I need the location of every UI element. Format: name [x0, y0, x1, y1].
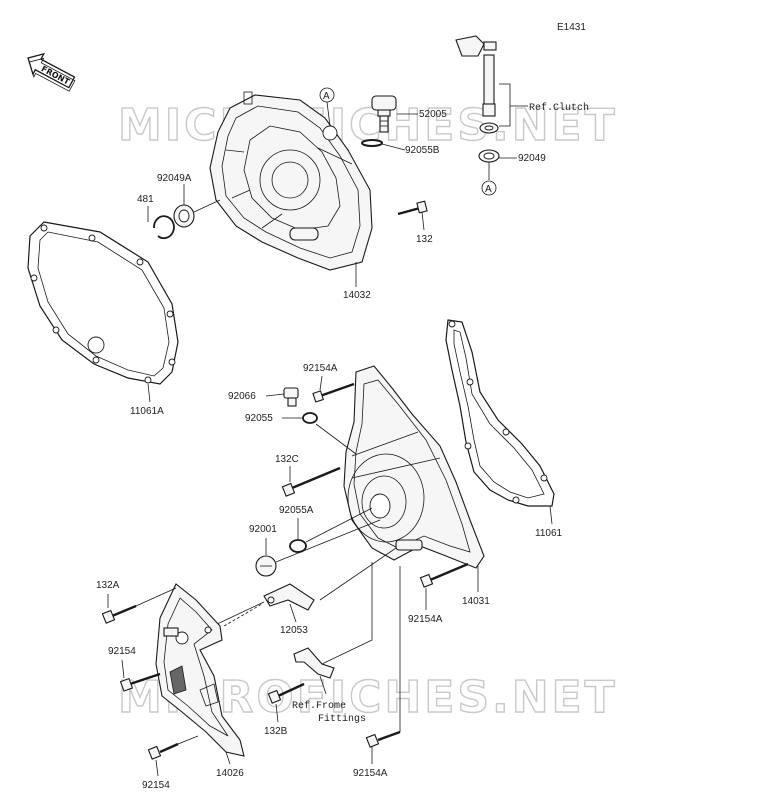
leader-92154-bottom-to-cover — [177, 735, 199, 745]
gasket-11061A-inner — [37, 231, 170, 377]
label-92154A-bottom: 92154A — [353, 768, 388, 779]
label-132A: 132A — [96, 580, 120, 591]
leader-132A-to-cover — [135, 587, 177, 607]
label-92049: 92049 — [518, 153, 546, 164]
leader-11061A — [147, 383, 151, 403]
label-12053: 12053 — [280, 625, 308, 636]
label-132B: 132B — [264, 726, 288, 737]
label-92066: 92066 — [228, 391, 256, 402]
leader-92055A-to-cover — [305, 507, 373, 543]
bracket-12053 — [263, 583, 315, 611]
label-92055B: 92055B — [405, 145, 440, 156]
sprocket-cover-14026 — [155, 583, 245, 757]
ref-clutch-label: Ref.Clutch — [529, 102, 589, 114]
marker-a-right-text: A — [485, 184, 492, 195]
leader-frame-to-cover — [321, 562, 373, 665]
ref-frame-label-line1: Ref.Frome — [292, 700, 346, 712]
label-11061: 11061 — [535, 528, 563, 539]
bolt-132B — [267, 682, 305, 704]
label-92049A: 92049A — [157, 173, 192, 184]
bolt-92154A-bottom — [365, 730, 401, 748]
leader-ref-frame — [319, 675, 327, 695]
leader-92154-bottom — [155, 759, 159, 777]
circlip-481 — [153, 215, 175, 240]
bolt-132A — [101, 604, 137, 624]
gasket-11061-inner — [453, 329, 545, 499]
leader-92154-mid — [121, 659, 125, 679]
link-bracket-to-cover — [319, 547, 397, 601]
bolt-92154-bottom — [147, 742, 179, 760]
leader-marker-a-top — [326, 101, 331, 127]
leader-bearing-to-cover — [193, 199, 221, 213]
label-481: 481 — [137, 194, 154, 205]
label-92154-mid: 92154 — [108, 646, 136, 657]
ref-frame-label-line2: Fittings — [318, 713, 366, 725]
gasket-11061-holes — [448, 320, 548, 504]
link-sprocket-to-bracket — [223, 603, 263, 627]
cap-92001 — [255, 555, 277, 577]
plug-92066 — [283, 387, 299, 407]
label-92055A: 92055A — [279, 505, 314, 516]
leader-132 — [421, 211, 425, 231]
leader-92001-to-cover — [275, 519, 381, 563]
front-arrow-icon: FRONT — [27, 52, 76, 92]
leader-12053 — [289, 603, 297, 623]
bearing-92049A — [173, 204, 195, 228]
leader-92066 — [265, 393, 285, 397]
leader-92055-to-cover — [315, 423, 357, 455]
oil-filler-cap-52005 — [371, 95, 397, 133]
gasket-11061 — [445, 319, 555, 507]
label-92154A-top: 92154A — [303, 363, 338, 374]
leader-92154A-top — [319, 375, 323, 391]
bolt-132 — [397, 200, 428, 216]
label-52005: 52005 — [419, 109, 447, 120]
marker-a-right — [481, 180, 497, 196]
label-14031: 14031 — [462, 596, 490, 607]
label-92001: 92001 — [249, 524, 277, 535]
clutch-release-shaft — [455, 35, 499, 134]
bolt-92154A-right — [419, 562, 469, 588]
bolt-92154A-top — [312, 382, 355, 403]
frame-fitting-bracket — [293, 647, 335, 679]
ref-clutch-bracket — [499, 83, 528, 127]
label-132: 132 — [416, 234, 433, 245]
label-14026: 14026 — [216, 768, 244, 779]
generator-cover-14031 — [343, 365, 485, 569]
label-92154A-right: 92154A — [408, 614, 443, 625]
gasket-11061A — [27, 221, 179, 385]
gasket-11061A-holes — [30, 224, 176, 384]
label-11061A: 11061A — [130, 406, 164, 417]
label-92154-bottom: 92154 — [142, 780, 170, 791]
bolt-92154-mid — [119, 672, 161, 692]
oil-seal-92049 — [478, 149, 500, 163]
leader-132B — [275, 703, 279, 723]
label-132C: 132C — [275, 454, 299, 465]
diagram-code: E1431 — [557, 22, 586, 33]
o-ring-92055B — [361, 139, 383, 147]
label-92055: 92055 — [245, 413, 273, 424]
watermark-top: MICROFICHES.NET — [118, 100, 618, 151]
o-ring-92055 — [302, 412, 318, 424]
marker-a-top-text: A — [323, 91, 330, 102]
label-14032: 14032 — [343, 290, 371, 301]
leader-92055B — [381, 143, 406, 151]
bolt-132C — [281, 466, 341, 497]
leader-14026 — [225, 751, 231, 765]
o-ring-92055A — [289, 539, 307, 553]
leader-11061 — [549, 505, 553, 525]
clutch-cover-14032 — [209, 91, 373, 271]
